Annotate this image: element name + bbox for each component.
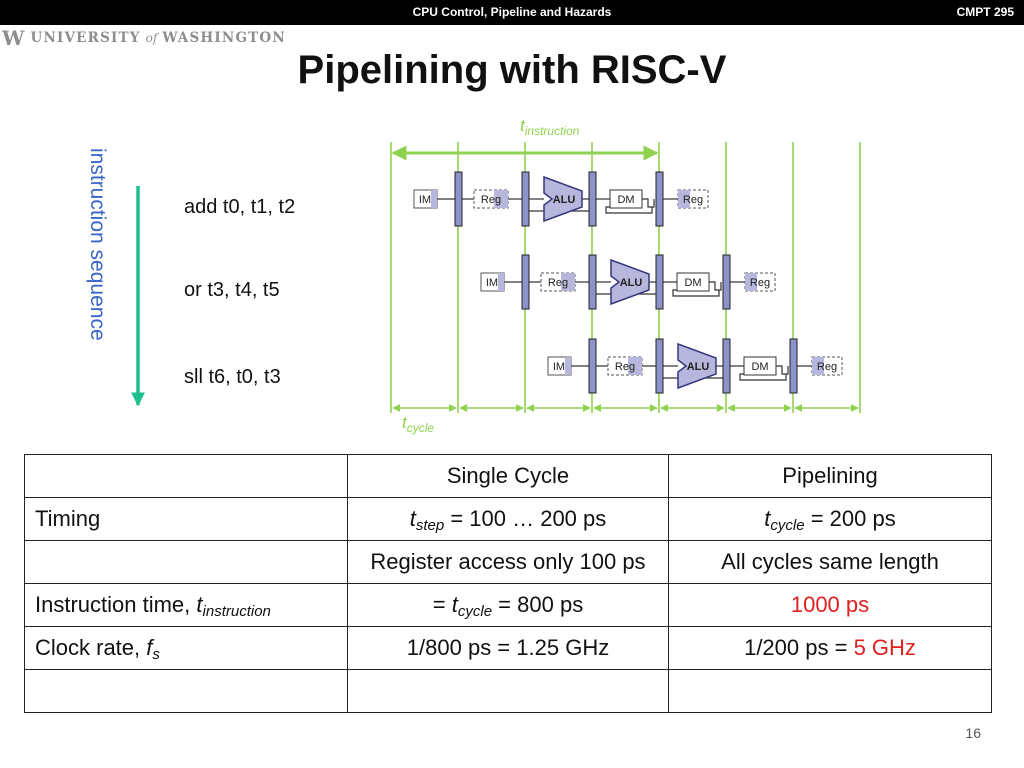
- slide-title: Pipelining with RISC-V: [297, 48, 727, 92]
- stage-label-dm: DM: [617, 194, 634, 206]
- table-row-clock-rate: Clock rate, fs 1/800 ps = 1.25 GHz 1/200…: [24, 626, 992, 670]
- logo-text-of: of: [145, 31, 158, 45]
- stage-label-reg-write: Reg: [817, 361, 837, 373]
- pipe-clock-rate: 1/200 ps = 5 GHz: [668, 626, 992, 670]
- stage-label-reg-read: Reg: [481, 194, 501, 206]
- alu-shape: [543, 175, 583, 223]
- instruction-sequence-label: instruction sequence: [86, 148, 109, 341]
- stage-label-im: IM: [553, 361, 565, 373]
- pipeline-register: [521, 171, 530, 227]
- single-instruction-time: = tcycle = 800 ps: [347, 583, 669, 627]
- table-cell-empty: [347, 669, 669, 713]
- pipeline-register: [588, 171, 597, 227]
- top-bar: CPU Control, Pipeline and Hazards CMPT 2…: [0, 0, 1024, 25]
- stage-label-reg-write: Reg: [750, 277, 770, 289]
- stage-label-alu: ALU: [620, 277, 643, 289]
- pipe-note: All cycles same length: [668, 540, 992, 584]
- single-clock-rate: 1/800 ps = 1.25 GHz: [347, 626, 669, 670]
- row-label-instruction-time: Instruction time, tinstruction: [24, 583, 348, 627]
- table-row-empty: [24, 669, 992, 713]
- pipeline-register: [454, 171, 463, 227]
- t-cycle-label: tcycle: [402, 413, 434, 435]
- table-cell-empty: [24, 540, 348, 584]
- row-label-clock-rate: Clock rate, fs: [24, 626, 348, 670]
- comparison-table: Single Cycle Pipelining Timing tstep = 1…: [24, 454, 992, 713]
- w-logo-icon: W: [2, 26, 25, 50]
- table-row-timing: Timing tstep = 100 … 200 ps tcycle = 200…: [24, 497, 992, 541]
- table-cell-empty: [24, 454, 348, 498]
- header-pipelining: Pipelining: [668, 454, 992, 498]
- alu-shape: [610, 258, 650, 306]
- pipeline-register: [521, 254, 530, 310]
- pipeline-register: [588, 338, 597, 394]
- pipeline-row: IM Reg ALU DM Reg: [413, 171, 709, 227]
- page-number: 16: [965, 725, 981, 741]
- table-row-notes: Register access only 100 ps All cycles s…: [24, 540, 992, 584]
- alu-shape: [677, 342, 717, 390]
- course-code: CMPT 295: [956, 5, 1014, 19]
- pipeline-register: [655, 254, 664, 310]
- instruction-or: or t3, t4, t5: [184, 279, 280, 301]
- stage-label-alu: ALU: [687, 361, 710, 373]
- logo-text-washington: WASHINGTON: [162, 30, 286, 46]
- single-note: Register access only 100 ps: [347, 540, 669, 584]
- t-instruction-label: tinstruction: [520, 116, 580, 138]
- stage-label-alu: ALU: [553, 194, 576, 206]
- stage-label-im: IM: [486, 277, 498, 289]
- pipeline-register: [722, 338, 731, 394]
- pipe-timing: tcycle = 200 ps: [668, 497, 992, 541]
- single-timing: tstep = 100 … 200 ps: [347, 497, 669, 541]
- pipeline-register: [655, 171, 664, 227]
- pipeline-register: [588, 254, 597, 310]
- stage-label-dm: DM: [751, 361, 768, 373]
- stage-label-reg-write: Reg: [683, 194, 703, 206]
- university-logo: W UNIVERSITY of WASHINGTON: [2, 26, 286, 50]
- pipeline-register: [789, 338, 798, 394]
- table-cell-empty: [24, 669, 348, 713]
- table-row-instruction-time: Instruction time, tinstruction = tcycle …: [24, 583, 992, 627]
- data-memory-box: [743, 356, 777, 376]
- stage-label-im: IM: [419, 194, 431, 206]
- pipe-instruction-time: 1000 ps: [668, 583, 992, 627]
- instruction-add: add t0, t1, t2: [184, 196, 296, 218]
- row-label-timing: Timing: [24, 497, 348, 541]
- course-title: CPU Control, Pipeline and Hazards: [412, 5, 612, 19]
- instruction-sll: sll t6, t0, t3: [184, 366, 281, 388]
- pipeline-register: [655, 338, 664, 394]
- data-memory-box: [676, 272, 710, 292]
- stage-label-reg-read: Reg: [615, 361, 635, 373]
- data-memory-box: [609, 189, 643, 209]
- stage-label-dm: DM: [684, 277, 701, 289]
- header-single-cycle: Single Cycle: [347, 454, 669, 498]
- pipeline-row: IM Reg ALU DM Reg: [547, 338, 843, 394]
- logo-text-university: UNIVERSITY: [30, 30, 141, 46]
- table-header-row: Single Cycle Pipelining: [24, 454, 992, 498]
- stage-label-reg-read: Reg: [548, 277, 568, 289]
- pipeline-row: IM Reg ALU DM Reg: [480, 254, 776, 310]
- table-cell-empty: [668, 669, 992, 713]
- pipeline-register: [722, 254, 731, 310]
